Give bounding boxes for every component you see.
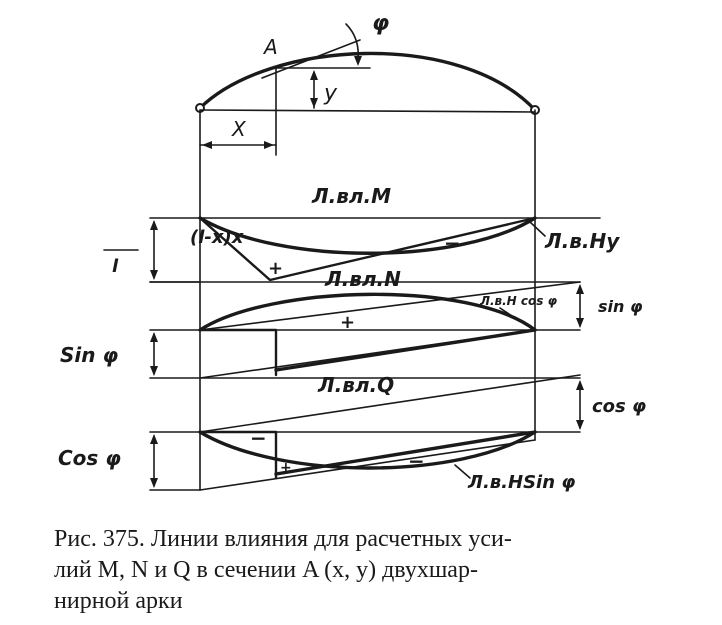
- shear-minus-right: −: [408, 449, 425, 473]
- normal-plus-sign: +: [340, 312, 355, 333]
- shear-title: Л.вл.Q: [317, 373, 394, 397]
- shear-left-value: Cos φ: [58, 446, 121, 470]
- caption-line-3: нирной арки: [54, 588, 183, 614]
- phi-label: φ: [372, 11, 389, 36]
- moment-plus-sign: +: [268, 258, 283, 279]
- x-label: X: [231, 117, 247, 141]
- x-arrow-right: [264, 141, 274, 149]
- shear-minus-left: −: [250, 426, 267, 450]
- figure-caption: Рис. 375. Линии влияния для расчетных ус…: [54, 526, 512, 614]
- point-a-label: A: [262, 35, 278, 59]
- moment-right-label: Л.в.Ну: [544, 229, 620, 253]
- shear-lower-ref: [199, 439, 536, 491]
- shear-parabola: [198, 430, 537, 470]
- normal-right-arrow-up: [576, 284, 584, 294]
- moment-title: Л.вл.М: [311, 184, 391, 208]
- shear-step-left: [198, 430, 278, 480]
- moment-left-value: (l-x)x: [190, 227, 245, 248]
- shear-parabola-leader: [454, 464, 471, 479]
- moment-triangle: [198, 216, 537, 282]
- shear-right-label: Л.в.НSin φ: [467, 472, 575, 493]
- phi-arrow: [354, 56, 362, 66]
- moment-hy-leader: [529, 221, 546, 237]
- caption-line-1: Рис. 375. Линии влияния для расчетных ус…: [54, 526, 512, 552]
- arch-chord: [199, 109, 536, 113]
- normal-parabola: [198, 292, 537, 332]
- shear-right-arrow-down: [576, 420, 584, 430]
- caption-line-2: лий M, N и Q в сечении A (x, y) двухшар-: [54, 557, 478, 583]
- moment-left-denominator: l: [112, 256, 119, 277]
- tangent-line: [261, 39, 361, 79]
- arch-group: A φ y X: [195, 11, 540, 156]
- normal-title: Л.вл.N: [324, 267, 401, 291]
- normal-upper-ref: [199, 281, 581, 331]
- arch-curve: [198, 51, 537, 112]
- normal-step-left: [198, 328, 278, 377]
- moment-minus-sign: −: [444, 231, 461, 255]
- moment-ordinate-arrow-down: [150, 270, 158, 280]
- normal-right-arrow-down: [576, 318, 584, 328]
- normal-right-value: sin φ: [598, 297, 643, 316]
- shear-right-arrow-up: [576, 380, 584, 390]
- moment-influence-line: (l-x)x l Л.вл.М Л.в.Ну + −: [103, 184, 620, 283]
- moment-parabola-hy: [198, 216, 537, 255]
- y-arrow-down: [310, 98, 318, 108]
- shear-ordinate-arrow-down: [150, 478, 158, 488]
- shear-ordinate-arrow-up: [150, 434, 158, 444]
- normal-parabola-leader: [499, 307, 516, 319]
- normal-left-value: Sin φ: [60, 343, 118, 367]
- normal-ordinate-arrow-down: [150, 366, 158, 376]
- x-arrow-left: [202, 141, 212, 149]
- normal-right-label: Л.в.Н cos φ: [479, 294, 558, 308]
- shear-influence-line: Л.вл.Q Cos φ Л.в.НSin φ cos φ − − +: [58, 373, 646, 493]
- shear-plus-sign: +: [280, 460, 292, 476]
- normal-ordinate-arrow-up: [150, 332, 158, 342]
- moment-ordinate-arrow-up: [150, 220, 158, 230]
- y-label: y: [323, 81, 338, 106]
- shear-right-value: cos φ: [592, 396, 646, 417]
- shear-upper-ref: [199, 374, 581, 433]
- y-arrow-up: [310, 70, 318, 80]
- normal-sloped-ref: [199, 329, 536, 379]
- normal-influence-line: Л.вл.N Sin φ Л.в.Н cos φ sin φ +: [60, 267, 643, 379]
